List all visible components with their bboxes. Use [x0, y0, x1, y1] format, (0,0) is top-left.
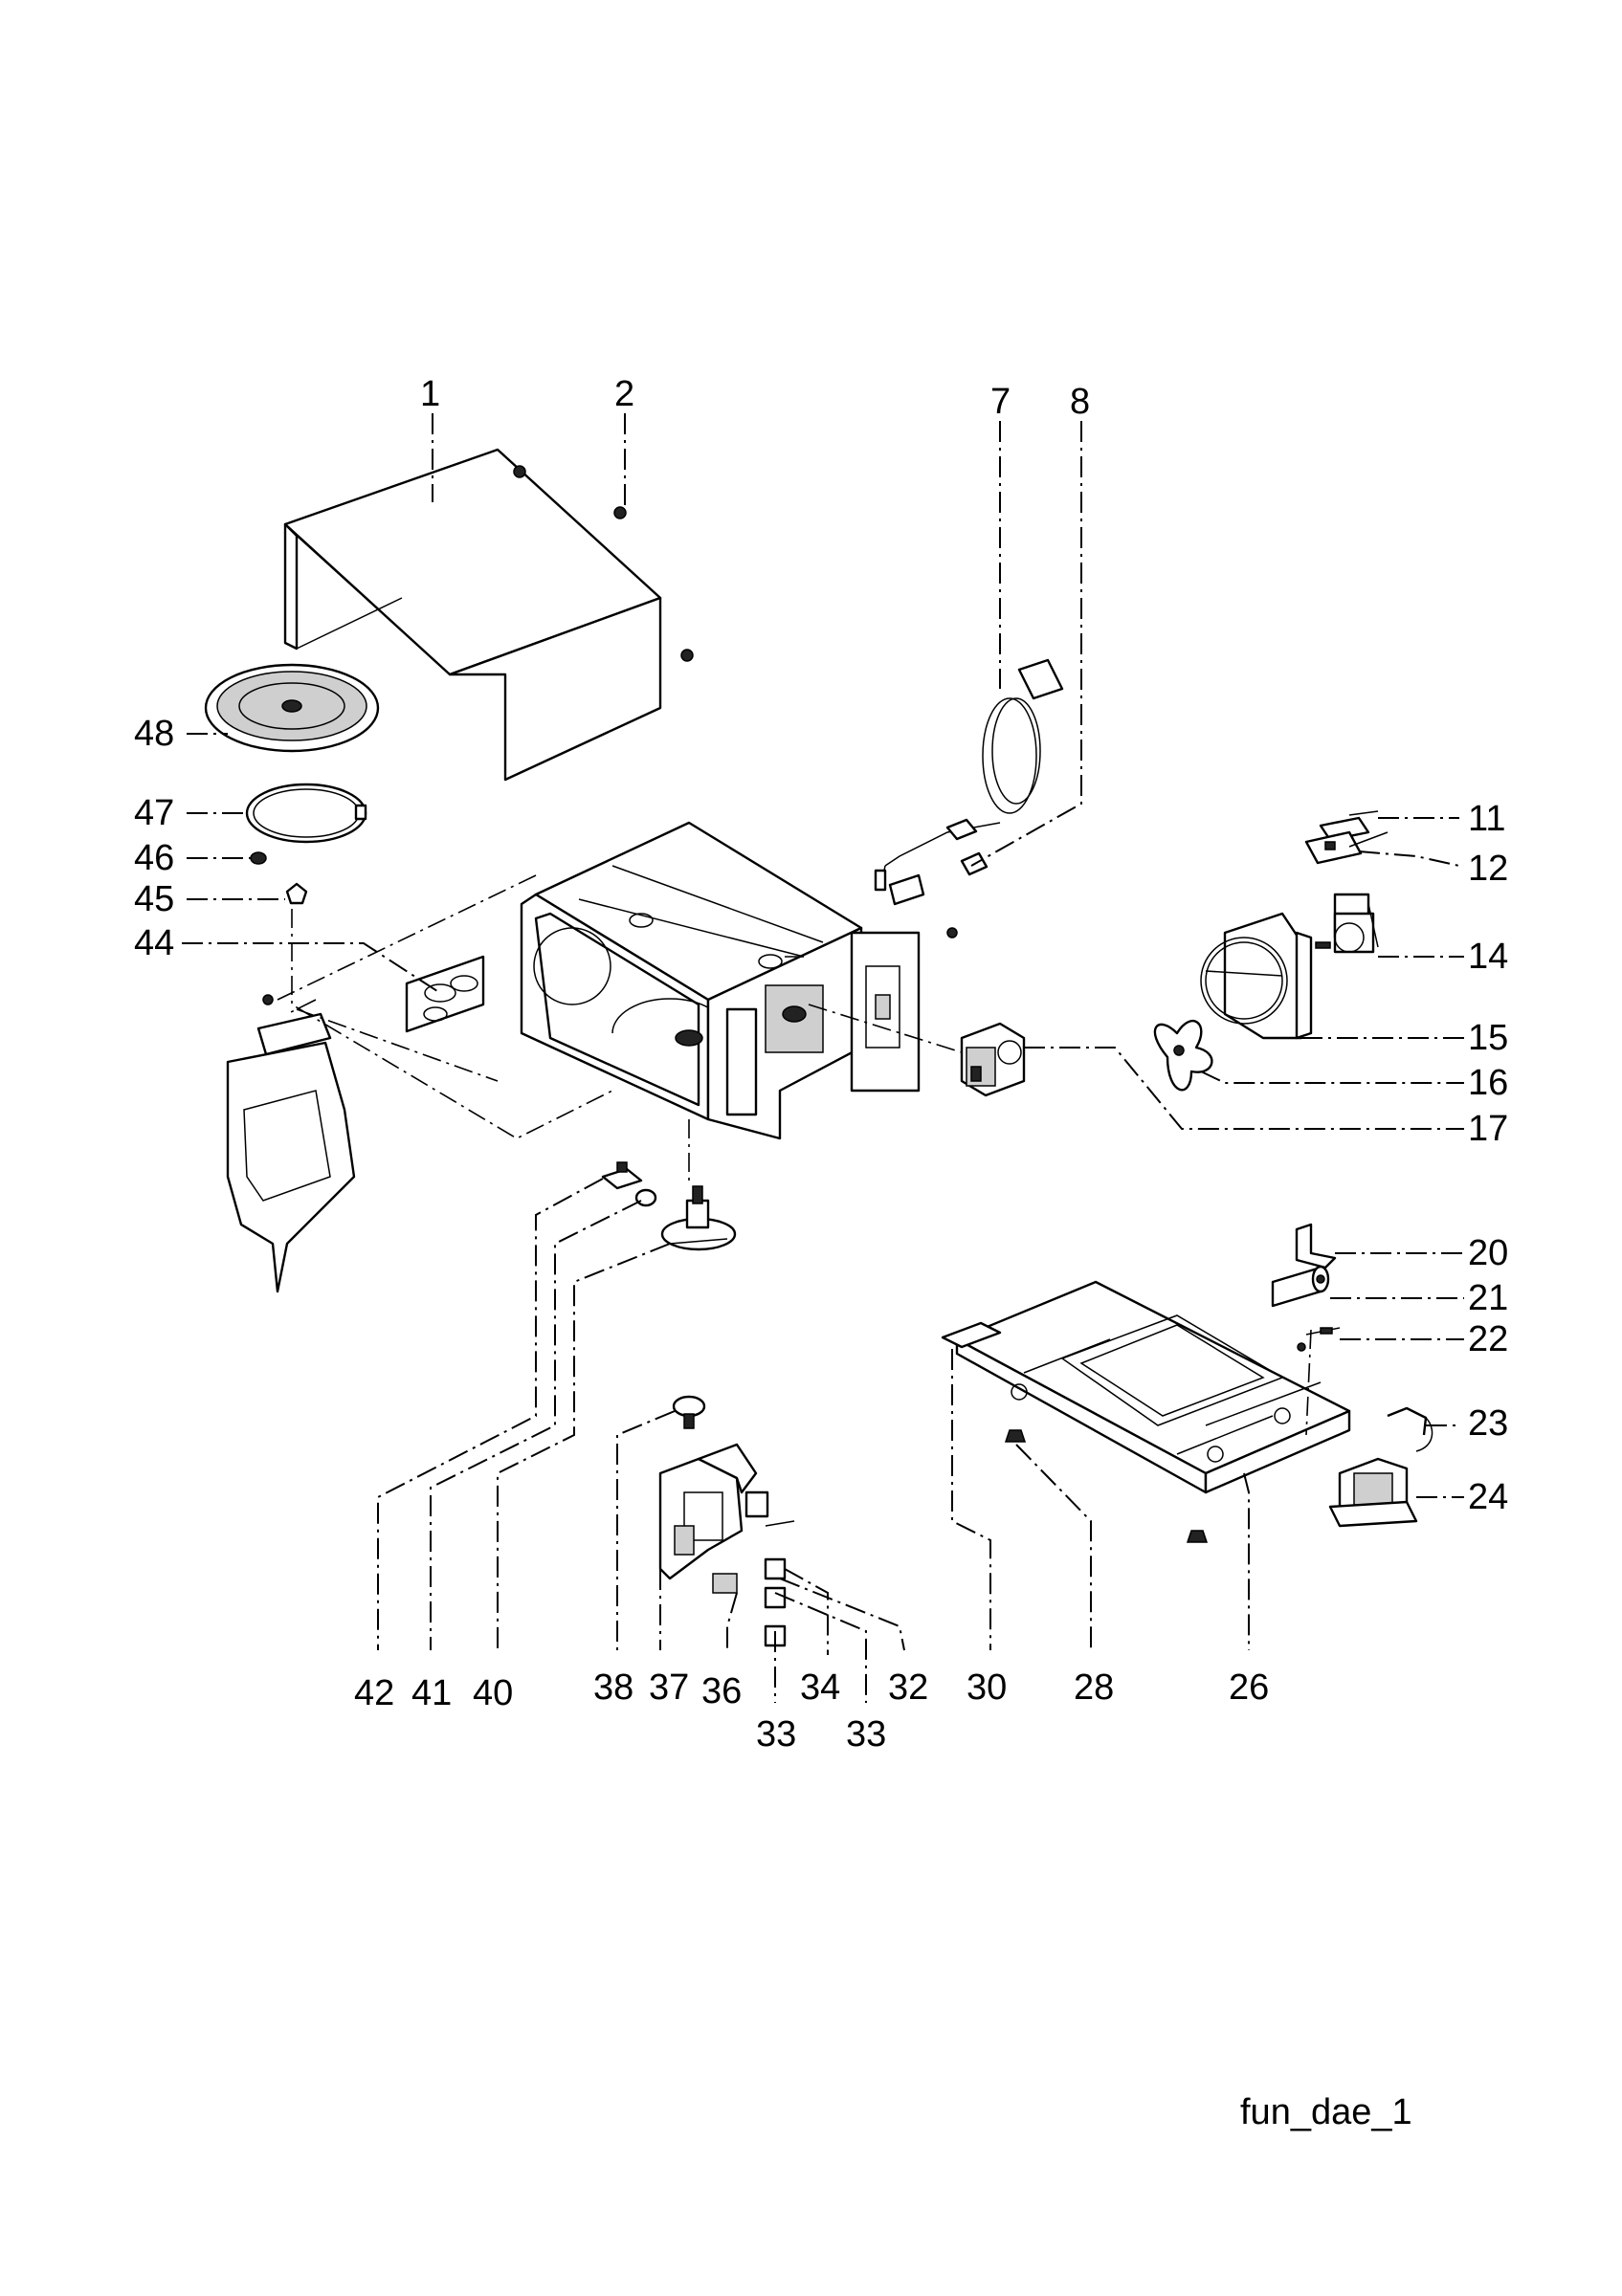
- label-30: 30: [967, 1667, 1007, 1708]
- label-44: 44: [134, 923, 174, 963]
- pcb-board: [1304, 830, 1389, 865]
- fan-duct: [1200, 912, 1313, 1040]
- label-15: 15: [1468, 1018, 1508, 1058]
- label-1: 1: [420, 374, 440, 414]
- label-38: 38: [593, 1667, 633, 1708]
- hv-diode: [1297, 1327, 1341, 1352]
- label-32: 32: [888, 1667, 928, 1708]
- label-45: 45: [134, 879, 174, 919]
- part-labels: 1 2 7 8 11 12 14 15 16 17 20 21 22 23 24…: [134, 374, 1508, 1755]
- door: [226, 994, 356, 1293]
- roller-ring: [245, 783, 367, 844]
- label-47: 47: [134, 793, 174, 833]
- label-41: 41: [411, 1673, 452, 1713]
- thermostat: [1319, 810, 1379, 842]
- label-16: 16: [1468, 1063, 1508, 1103]
- label-2: 2: [614, 374, 634, 414]
- lamp: [634, 1188, 657, 1207]
- label-46: 46: [134, 838, 174, 878]
- leader-lines: [182, 413, 1464, 1703]
- label-21: 21: [1468, 1278, 1508, 1318]
- hv-capacitor: [1271, 1265, 1330, 1308]
- capacitor-bracket: [1295, 1223, 1337, 1269]
- label-8: 8: [1070, 382, 1090, 422]
- hv-fuse: [1387, 1406, 1433, 1452]
- label-33b: 33: [846, 1714, 886, 1755]
- switch-assembly: [658, 1395, 795, 1647]
- turntable-motor: [660, 1185, 737, 1251]
- label-14: 14: [1468, 937, 1508, 977]
- fan-blade: [1153, 1020, 1213, 1092]
- label-24: 24: [1468, 1477, 1508, 1517]
- label-12: 12: [1468, 849, 1508, 889]
- label-7: 7: [990, 382, 1011, 422]
- door-frame-panel: [405, 955, 485, 1033]
- outer-cabinet: [283, 448, 694, 782]
- motor-shaft: [285, 882, 308, 905]
- label-37: 37: [649, 1667, 689, 1708]
- label-20: 20: [1468, 1233, 1508, 1273]
- label-40: 40: [473, 1673, 513, 1713]
- label-26: 26: [1229, 1667, 1269, 1708]
- oven-cavity: [520, 821, 958, 1140]
- lamp-socket: [601, 1161, 643, 1190]
- label-42: 42: [354, 1673, 394, 1713]
- label-22: 22: [1468, 1319, 1508, 1359]
- label-33a: 33: [756, 1714, 796, 1755]
- drawing-id: fun_dae_1: [1240, 2092, 1412, 2132]
- hv-transformer: [1328, 1457, 1418, 1528]
- fan-motor: [1315, 893, 1379, 954]
- foot: [1004, 1429, 1209, 1543]
- label-11: 11: [1468, 799, 1505, 839]
- label-34: 34: [800, 1667, 840, 1708]
- base-plate: [941, 1280, 1351, 1494]
- label-17: 17: [1468, 1109, 1508, 1149]
- label-36: 36: [701, 1671, 742, 1711]
- label-28: 28: [1074, 1667, 1114, 1708]
- power-cord: [874, 658, 1064, 892]
- magnetron: [960, 1022, 1026, 1097]
- label-48: 48: [134, 714, 174, 754]
- label-23: 23: [1468, 1403, 1508, 1444]
- cord-connector: [888, 873, 925, 906]
- coupler: [250, 851, 267, 865]
- turntable-tray: [204, 663, 380, 753]
